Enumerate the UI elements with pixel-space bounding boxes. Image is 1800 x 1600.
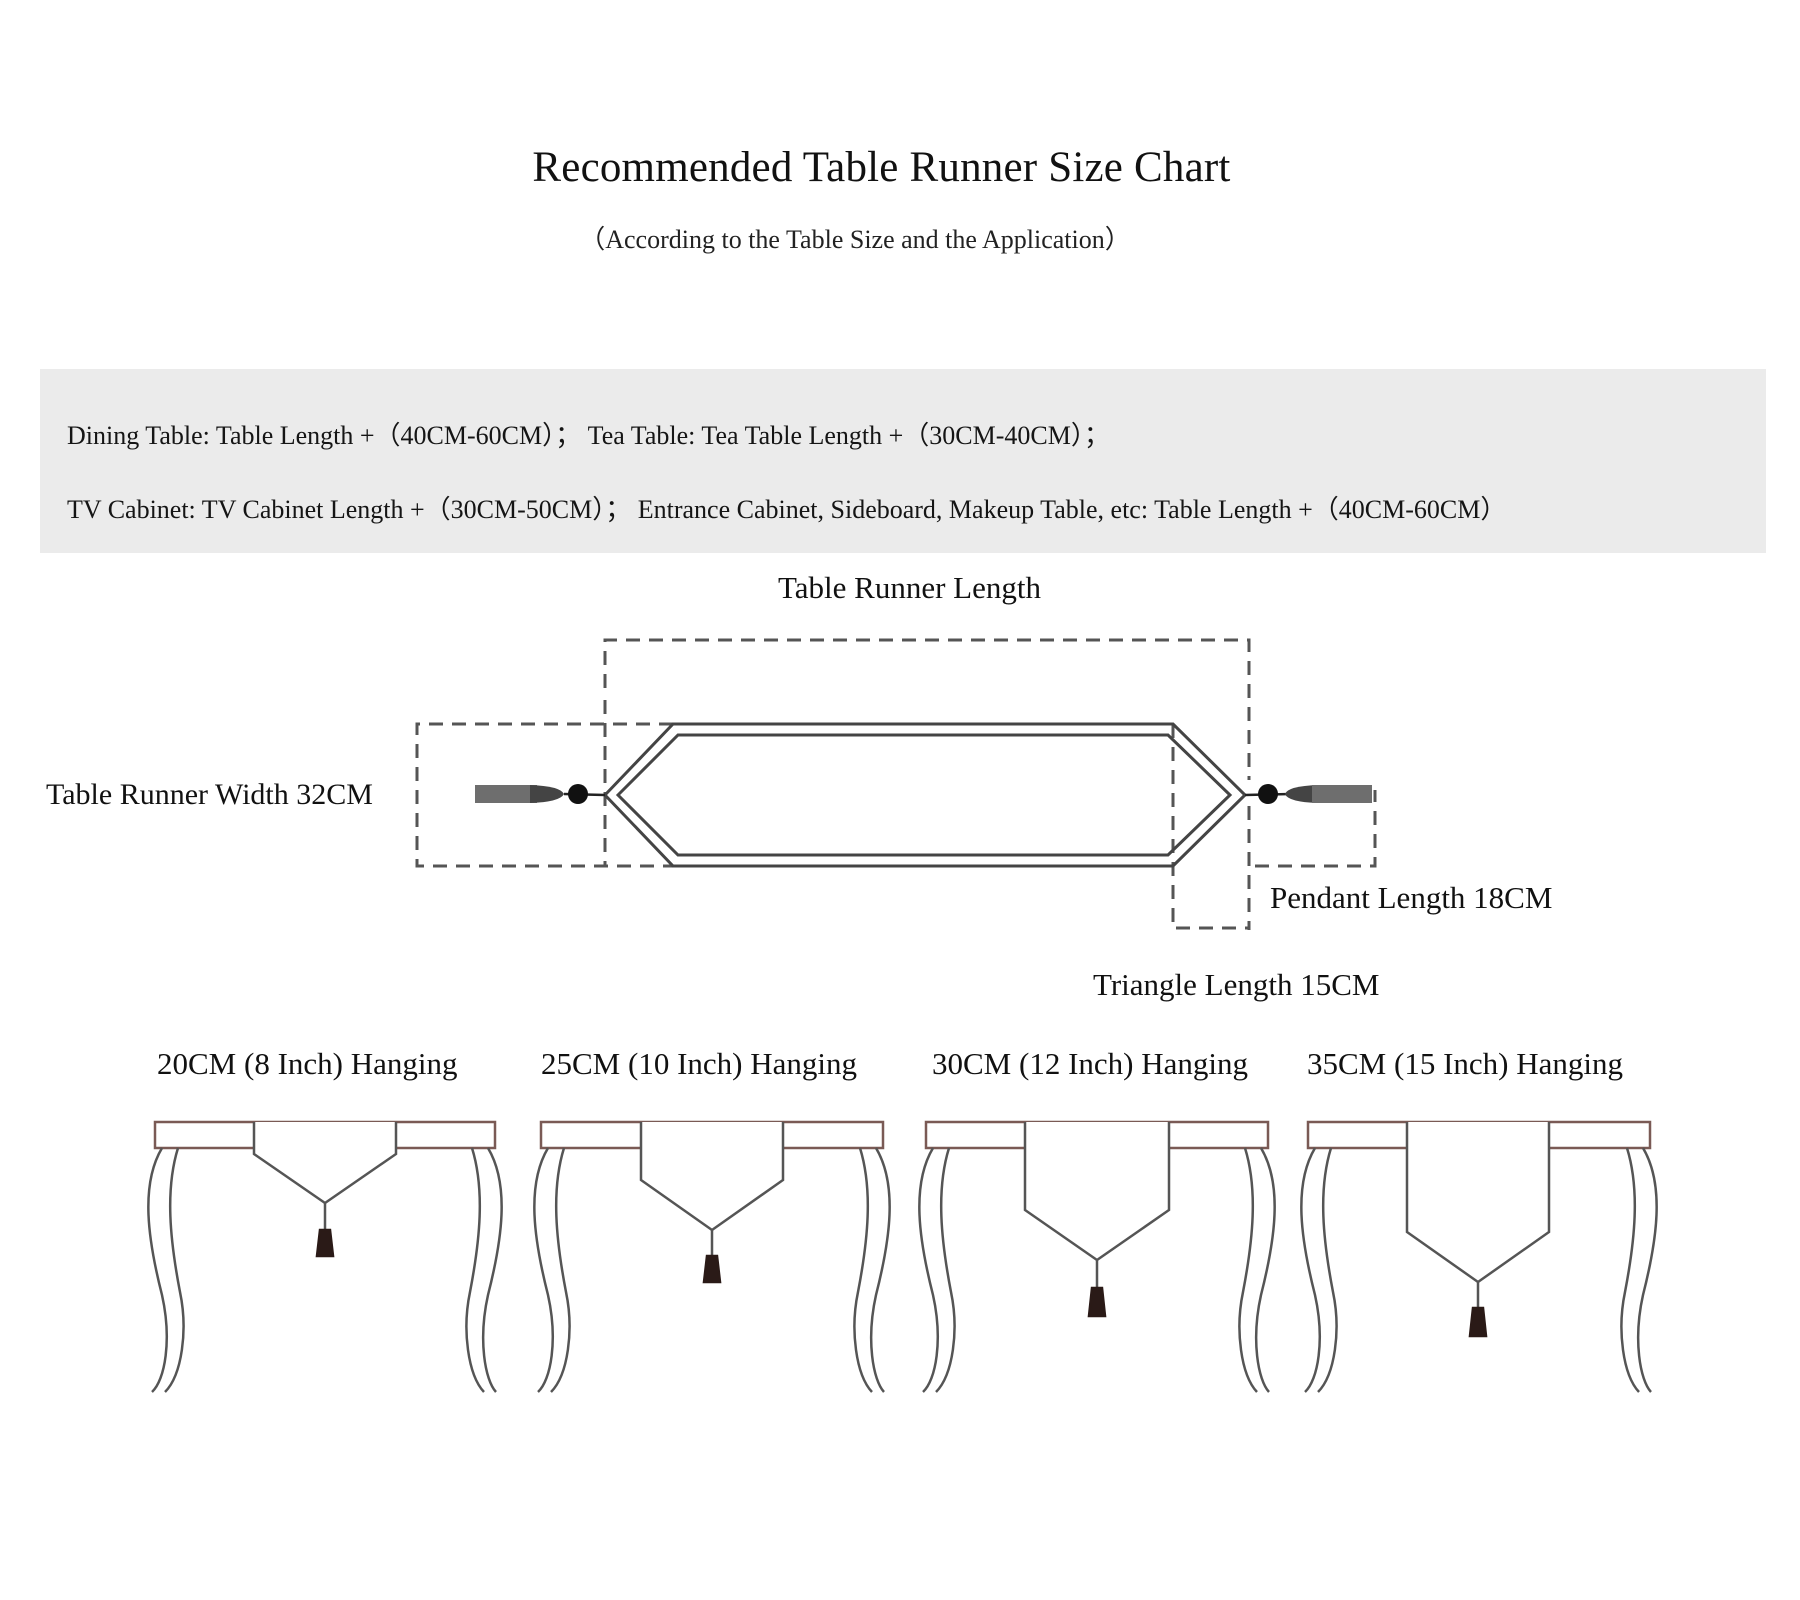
tassel-icon: [315, 1228, 335, 1258]
runner-drop: [1023, 1122, 1171, 1262]
hanging-label-20cm: 20CM (8 Inch) Hanging: [157, 1046, 458, 1081]
runner-width-label: Table Runner Width 32CM: [46, 778, 373, 811]
recommendation-line-2: TV Cabinet: TV Cabinet Length +（30CM-50C…: [67, 495, 1507, 524]
left-tassel-icon: [475, 784, 606, 804]
table-leg-left: [533, 1147, 554, 1393]
tassel-icon: [702, 1254, 722, 1284]
dashed-guides: [415, 638, 1377, 930]
recommendation-band: Dining Table: Table Length +（40CM-60CM）；…: [40, 369, 1766, 553]
runner-drop: [1405, 1122, 1551, 1284]
page-title: Recommended Table Runner Size Chart: [532, 144, 1231, 191]
runner-outer-edge: [602, 722, 1248, 868]
runner-drop: [252, 1122, 398, 1205]
table-illustration-20cm: [147, 1120, 503, 1393]
table-illustration-35cm: [1300, 1120, 1658, 1393]
hanging-label-25cm: 25CM (10 Inch) Hanging: [541, 1046, 857, 1081]
hanging-label-35cm: 35CM (15 Inch) Hanging: [1307, 1046, 1623, 1081]
table-leg-left-inner: [935, 1147, 956, 1393]
table-illustration-30cm: [918, 1120, 1276, 1393]
tassel-icon: [1087, 1286, 1107, 1318]
recommendation-line-1: Dining Table: Table Length +（40CM-60CM）；…: [67, 421, 1110, 450]
runner-length-label: Table Runner Length: [778, 570, 1041, 605]
table-leg-left-inner: [1317, 1147, 1338, 1393]
table-leg-left-inner: [550, 1147, 571, 1393]
table-illustration-25cm: [533, 1120, 891, 1393]
table-leg-right: [869, 1147, 891, 1393]
triangle-length-label: Triangle Length 15CM: [1093, 967, 1380, 1002]
table-leg-right: [1636, 1147, 1658, 1393]
hanging-label-30cm: 30CM (12 Inch) Hanging: [932, 1046, 1248, 1081]
pendant-guide: [1255, 790, 1377, 868]
right-tassel-icon: [1244, 784, 1372, 804]
length-dimension-bracket: [603, 638, 1251, 780]
table-leg-left: [918, 1147, 939, 1393]
table-leg-right: [481, 1147, 503, 1393]
table-leg-right-inner: [465, 1147, 485, 1393]
table-runner-shape: [602, 722, 1248, 868]
runner-drop: [639, 1122, 785, 1232]
page-subtitle: （According to the Table Size and the App…: [579, 225, 1131, 254]
table-leg-left-inner: [164, 1147, 185, 1393]
table-leg-right: [1254, 1147, 1276, 1393]
table-leg-right-inner: [1620, 1147, 1640, 1393]
table-leg-left: [147, 1147, 168, 1393]
width-dimension-box: [415, 722, 673, 868]
tassel-icon: [1468, 1306, 1488, 1338]
pendant-length-label: Pendant Length 18CM: [1270, 880, 1553, 915]
table-leg-right-inner: [853, 1147, 873, 1393]
triangle-guide-left: [1171, 724, 1249, 930]
table-leg-right-inner: [1238, 1147, 1258, 1393]
table-leg-left: [1300, 1147, 1321, 1393]
runner-inner-edge: [615, 733, 1233, 857]
